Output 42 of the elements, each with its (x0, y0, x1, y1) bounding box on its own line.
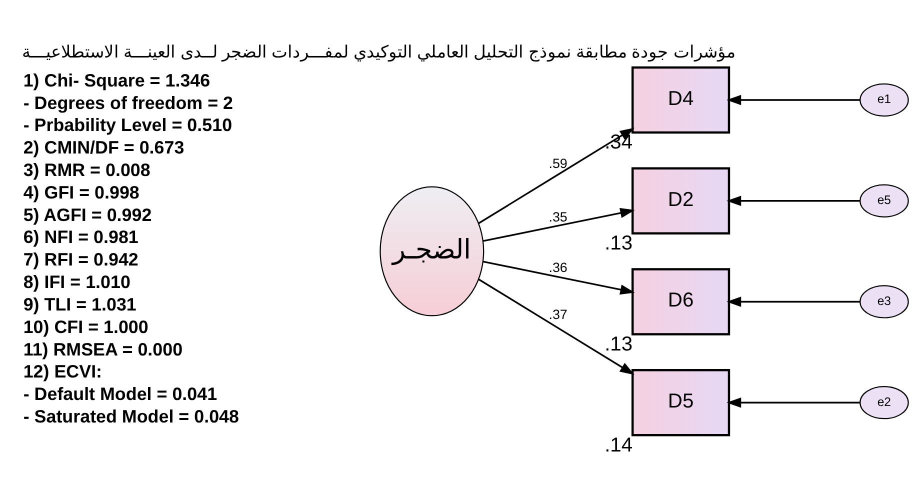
arrow (482, 260, 635, 294)
label: 4) GFI = 0.998 (23, 182, 140, 202)
label: - Saturated Model = 0.048 (23, 406, 239, 426)
arrow (726, 94, 860, 105)
label: - Prbability Level = 0.510 (23, 114, 232, 135)
label: 6) NFI = 0.981 (23, 226, 138, 247)
arrow (482, 207, 635, 242)
node-ellipse: e2 (860, 386, 909, 419)
node-ellipse: e5 (860, 184, 909, 217)
label: 5) AGFI = 0.992 (23, 204, 152, 224)
arrow (726, 397, 860, 408)
label: 8) IFI = 1.010 (23, 272, 130, 292)
arrow (478, 278, 634, 374)
node-ellipse: e3 (860, 284, 909, 318)
edge-label: .37 (548, 306, 568, 322)
label: - Default Model = 0.041 (23, 384, 218, 404)
node-label: .13 (604, 232, 633, 254)
edge-label: .35 (548, 209, 568, 224)
node-label: .34 (604, 131, 633, 154)
edge-label: .59 (548, 155, 568, 170)
arrow (478, 127, 634, 224)
label: 12) ECVI: (23, 361, 102, 382)
diagram-title: مؤشرات جودة مطابقة نموذج التحليل العاملي التوكيدي لمفـــردات الضجر لــدى العينـــة الاستطلاعيـــة (22, 42, 736, 61)
label: 10) CFI = 1.000 (23, 316, 148, 336)
label: 3) RMR = 0.008 (23, 159, 150, 180)
node-label: .14 (604, 434, 633, 456)
label: 11) RMSEA = 0.000 (23, 338, 183, 359)
node-box: D2 (631, 166, 730, 234)
edge-label: .36 (548, 260, 568, 275)
label: 9) TLI = 1.031 (23, 294, 136, 314)
label: 1) Chi- Square = 1.346 (23, 70, 210, 90)
node-ellipse: e1 (860, 82, 909, 116)
label: - Degrees of freedom = 2 (23, 92, 233, 112)
arrow (726, 195, 860, 206)
arrow (726, 296, 860, 306)
node-ellipse: الضجـر (380, 186, 484, 316)
label: 7) RFI = 0.942 (23, 249, 138, 270)
node-box: D5 (631, 368, 730, 436)
node-box: D4 (631, 66, 730, 134)
node-label: .13 (604, 332, 633, 355)
node-box: D6 (631, 268, 730, 335)
label: 2) CMIN/DF = 0.673 (23, 137, 184, 158)
